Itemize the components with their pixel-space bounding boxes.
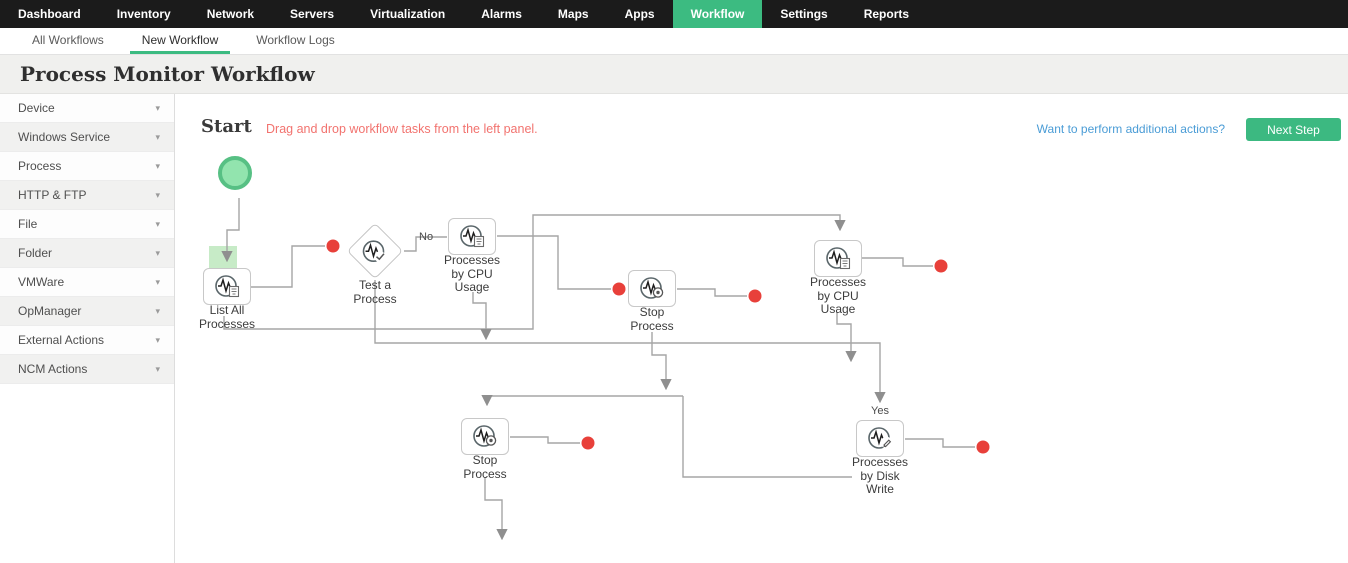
sidebar-item-vmware[interactable]: VMWare ▾ (0, 268, 174, 297)
workflow-node-processes-by-disk-write[interactable] (856, 419, 904, 457)
chevron-down-icon: ▾ (155, 189, 160, 200)
connector-6 (497, 235, 611, 290)
connector-3 (223, 214, 846, 330)
chevron-down-icon: ▾ (155, 131, 160, 142)
sidebar-item-label: Windows Service (18, 130, 111, 144)
connector-15 (484, 477, 508, 541)
tab-workflow-logs[interactable]: Workflow Logs (256, 32, 335, 47)
chevron-down-icon: ▾ (155, 160, 160, 171)
nav-reports[interactable]: Reports (863, 7, 910, 21)
chevron-down-icon: ▾ (155, 334, 160, 345)
node-label-list-all-processes: List All Processes (198, 303, 256, 331)
nav-settings[interactable]: Settings (780, 7, 828, 21)
node-label-stop-process-bottom: Stop Process (463, 453, 507, 481)
node-label-stop-process-mid: Stop Process (630, 305, 674, 333)
nav-inventory[interactable]: Inventory (116, 7, 171, 21)
chevron-down-icon: ▾ (155, 247, 160, 258)
sidebar-item-label: Process (18, 159, 62, 173)
top-nav: Dashboard Inventory Network Servers Virtuali… (0, 0, 1348, 28)
next-step-button[interactable]: Next Step (1246, 118, 1341, 141)
process-pulse-icon (362, 239, 386, 262)
sidebar-item-label: Folder (18, 246, 53, 260)
sidebar-item-folder[interactable]: Folder ▾ (0, 239, 174, 268)
workflow-node-stop-process-bottom[interactable] (461, 417, 509, 455)
sidebar-item-opmanager[interactable]: OpManager ▾ (0, 297, 174, 326)
sidebar-item-http-ftp[interactable]: HTTP & FTP ▾ (0, 181, 174, 210)
connection-endpoint-5[interactable] (581, 436, 595, 450)
workflow-node-list-all-processes[interactable] (203, 267, 251, 305)
task-palette-sidebar: Device▾Windows Service▾Process▾HTTP & FT… (0, 94, 175, 563)
branch-label-yes: Yes (871, 405, 889, 417)
process-pulse-icon (867, 426, 892, 449)
title-bar: Process Monitor Workflow (0, 55, 1348, 94)
sidebar-item-label: NCM Actions (18, 362, 88, 376)
sidebar-item-label: External Actions (18, 333, 105, 347)
connector-12 (836, 312, 857, 363)
connector-7 (677, 288, 747, 297)
branch-label-no: No (419, 231, 434, 243)
connector-14 (510, 436, 580, 444)
sidebar-item-ncm-actions[interactable]: NCM Actions ▾ (0, 355, 174, 384)
connection-endpoint-3[interactable] (934, 259, 948, 273)
process-pulse-icon (459, 224, 484, 247)
node-label-processes-by-disk-write: Processes by Disk Write (851, 455, 909, 496)
nav-workflow[interactable]: Workflow (672, 0, 763, 28)
sidebar-item-label: Device (18, 101, 55, 115)
process-pulse-icon (825, 246, 850, 269)
sidebar-item-file[interactable]: File ▾ (0, 210, 174, 239)
nav-alarms[interactable]: Alarms (481, 7, 522, 21)
sidebar-item-windows-service[interactable]: Windows Service ▾ (0, 123, 174, 152)
nav-servers[interactable]: Servers (290, 7, 335, 21)
chevron-down-icon: ▾ (155, 276, 160, 287)
workflow-node-stop-process-mid[interactable] (628, 269, 676, 307)
workflow-node-processes-by-cpu-usage-top[interactable] (448, 217, 496, 255)
canvas-header: Start Drag and drop workflow tasks from … (175, 94, 1348, 144)
process-pulse-icon (639, 276, 663, 299)
connector-0 (221, 198, 240, 263)
nav-network[interactable]: Network (206, 7, 255, 21)
node-label-test-a-process: Test a Process (353, 278, 397, 306)
process-pulse-icon (472, 424, 496, 447)
connector-5 (472, 292, 492, 341)
connector-10 (682, 396, 852, 478)
page-title: Process Monitor Workflow (20, 62, 315, 86)
connection-endpoint-0[interactable] (326, 239, 340, 253)
nav-maps[interactable]: Maps (557, 7, 589, 21)
connector-1 (251, 245, 325, 288)
node-label-processes-by-cpu-usage-right: Processes by CPU Usage (809, 275, 867, 316)
connector-8 (651, 332, 672, 391)
nav-virtualization[interactable]: Virtualization (370, 7, 446, 21)
sidebar-item-label: OpManager (18, 304, 82, 318)
tab-all-workflows[interactable]: All Workflows (32, 32, 104, 47)
chevron-down-icon: ▾ (155, 218, 160, 229)
connector-2 (404, 236, 447, 252)
workflow-tabs: All Workflows New Workflow Workflow Logs (0, 28, 1348, 55)
connection-endpoint-1[interactable] (612, 282, 626, 296)
sidebar-item-label: File (18, 217, 38, 231)
start-heading: Start (201, 116, 252, 137)
connection-endpoint-2[interactable] (748, 289, 762, 303)
chevron-down-icon: ▾ (155, 305, 160, 316)
tab-new-workflow[interactable]: New Workflow (129, 28, 231, 54)
chevron-down-icon: ▾ (155, 363, 160, 374)
workflow-node-test-a-process[interactable] (346, 222, 404, 280)
connector-11 (862, 257, 933, 267)
connection-endpoint-4[interactable] (976, 440, 990, 454)
sidebar-item-device[interactable]: Device ▾ (0, 94, 174, 123)
process-pulse-icon (214, 274, 239, 297)
sidebar-item-label: HTTP & FTP (18, 188, 87, 202)
sidebar-item-external-actions[interactable]: External Actions ▾ (0, 326, 174, 355)
sidebar-item-label: VMWare (18, 275, 65, 289)
node-label-processes-by-cpu-usage-top: Processes by CPU Usage (443, 253, 501, 294)
chevron-down-icon: ▾ (155, 102, 160, 113)
connector-13 (905, 438, 975, 448)
nav-apps[interactable]: Apps (624, 7, 655, 21)
connector-9 (481, 395, 683, 407)
additional-actions-link[interactable]: Want to perform additional actions? (1036, 122, 1225, 136)
workflow-node-processes-by-cpu-usage-right[interactable] (814, 239, 862, 277)
nav-dashboard[interactable]: Dashboard (18, 7, 81, 21)
sidebar-item-process[interactable]: Process ▾ (0, 152, 174, 181)
start-node[interactable] (218, 156, 252, 190)
drag-drop-hint: Drag and drop workflow tasks from the le… (266, 122, 538, 136)
